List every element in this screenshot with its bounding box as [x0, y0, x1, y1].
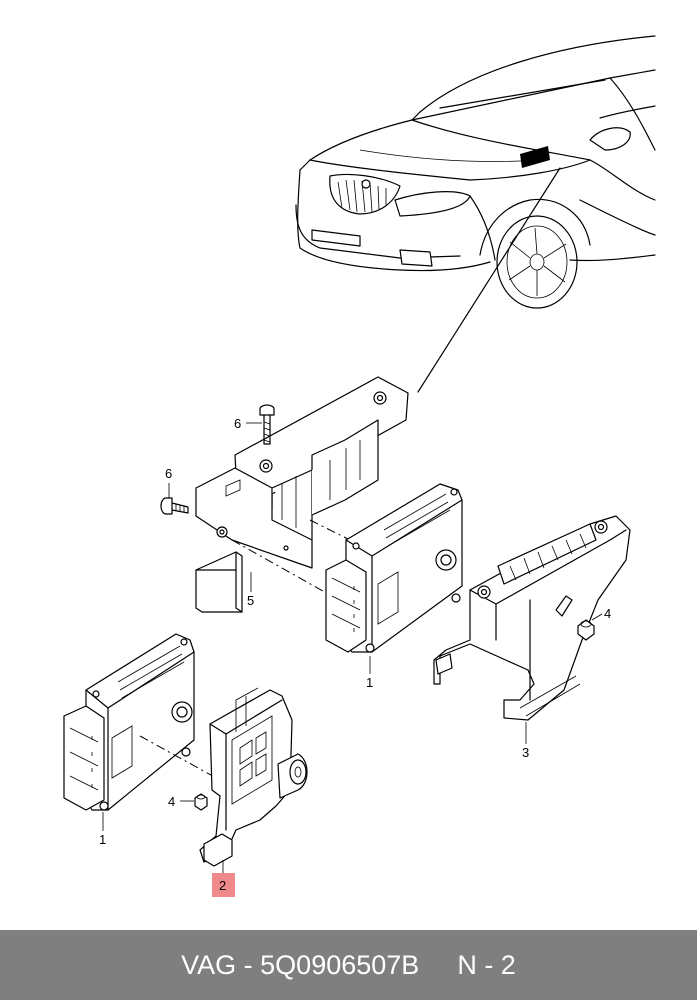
assembly-line-3: [139, 735, 221, 781]
nut-left: [194, 793, 208, 811]
callout-6-upper: 6: [234, 416, 241, 431]
part-number: VAG - 5Q0906507B: [181, 949, 420, 980]
callout-6-lower: 6: [165, 466, 172, 481]
callout-2-highlight: [212, 873, 235, 897]
callout-3: 3: [522, 745, 529, 760]
nut-right: [577, 619, 595, 641]
ecu-lower: [63, 633, 195, 811]
front-wheel: [496, 215, 578, 309]
callout-2: 2: [219, 878, 226, 893]
ecu-upper: [325, 483, 463, 653]
parts-diagram: 6 6 5 1 4 3 4 1 2: [63, 35, 656, 897]
page-number: N - 2: [457, 949, 516, 980]
ecu-holder-2: [199, 687, 308, 867]
screw-lower: [160, 497, 189, 515]
callout-1-lower: 1: [99, 832, 106, 847]
footer-bar: VAG - 5Q0906507B N - 2: [0, 930, 697, 1000]
ecu-location-marker: [520, 146, 550, 168]
callout-4-right: 4: [604, 606, 611, 621]
location-leader-line: [417, 167, 561, 393]
callout-4-left: 4: [168, 794, 175, 809]
callouts: 6 6 5 1 4 3 4 1 2: [99, 416, 611, 897]
screw-upper: [259, 404, 275, 445]
callout-1-upper: 1: [366, 675, 373, 690]
mounting-bracket-upper: [195, 376, 409, 613]
car-illustration: [295, 35, 656, 309]
callout-5: 5: [247, 593, 254, 608]
mounting-bracket-3: [433, 515, 631, 721]
foam-pad: [195, 551, 243, 613]
